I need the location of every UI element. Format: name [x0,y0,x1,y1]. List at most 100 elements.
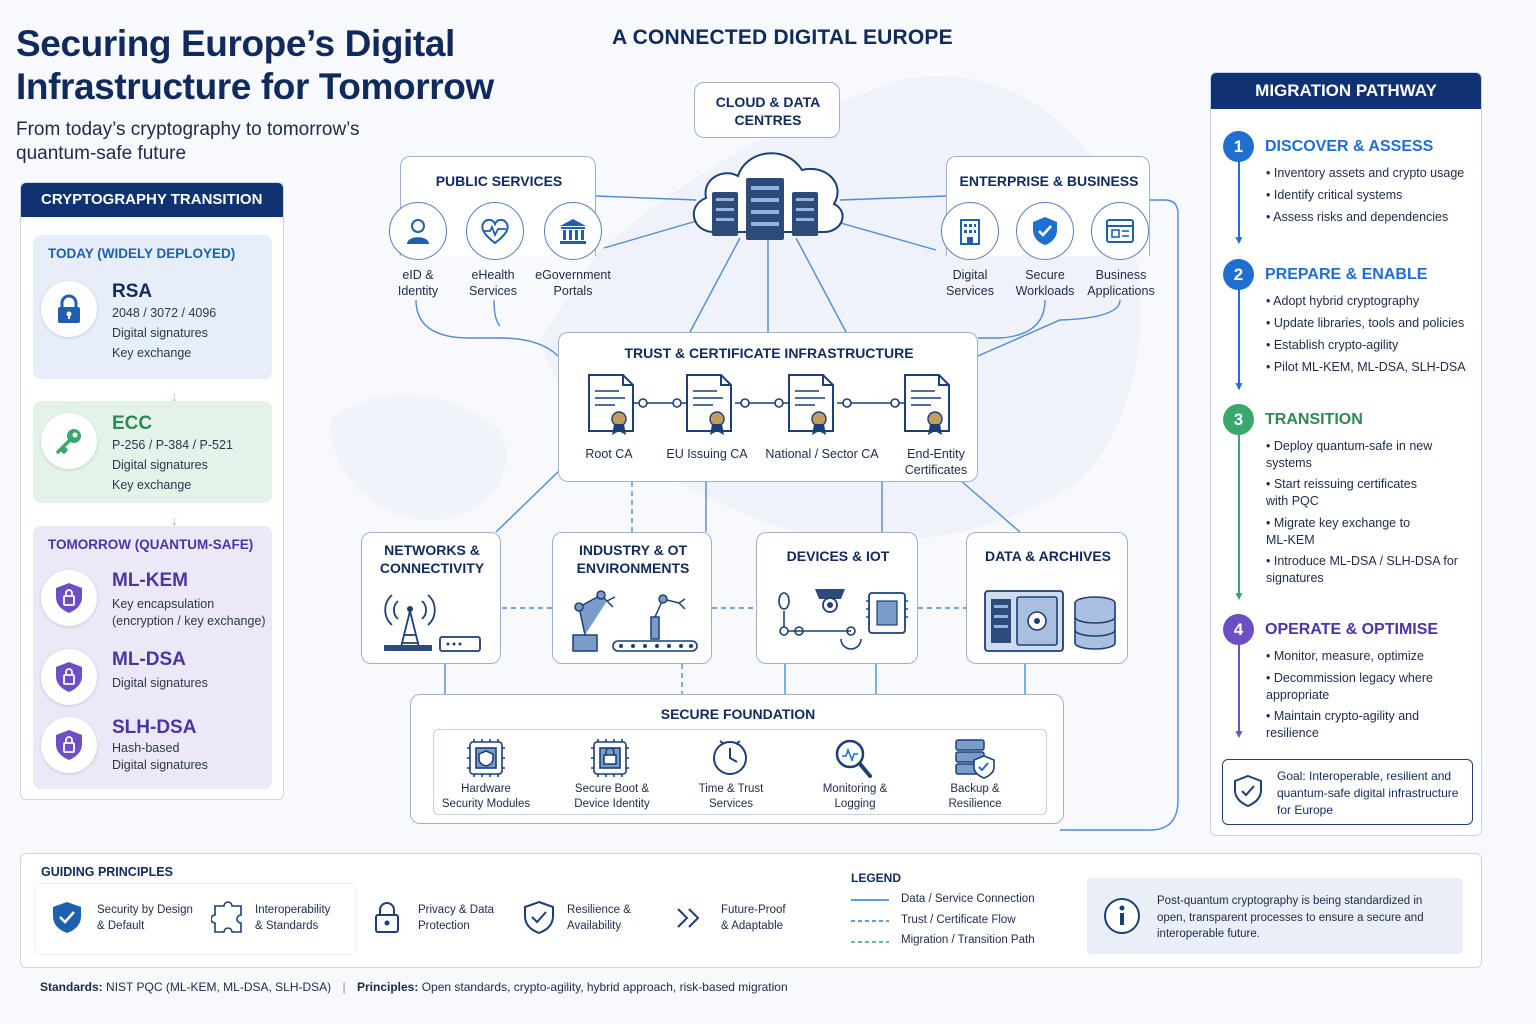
ecc-use-2: Key exchange [112,478,192,492]
shield-lock-icon [41,570,97,626]
networks-title: NETWORKS & CONNECTIVITY [362,541,502,577]
step-connector [1238,161,1240,241]
guiding-principles-panel: GUIDING PRINCIPLES Security by Design& D… [20,853,1482,968]
legend-trust-flow: Trust / Certificate Flow [901,914,1016,926]
slh-dsa-name: SLH-DSA [112,717,197,738]
secure-boot-line1: Secure Boot & [574,783,650,795]
end-entity-certificates-label: End-Entity Certificates [893,446,979,478]
info-icon [1104,898,1140,934]
padlock-icon [41,281,97,337]
iot-devices-icon [778,589,908,650]
today-label: TODAY (WIDELY DEPLOYED) [48,246,236,261]
step-1-bullet-2: • Identify critical systems [1266,188,1403,202]
step-3-bullet-2: • Start reissuing certificates with PQC [1266,477,1417,508]
shield-check-icon [524,900,554,934]
business-apps-line2: Applications [1087,284,1155,298]
arrow-down-icon: ↓ [171,513,178,528]
heart-pulse-icon [466,202,524,260]
principle-2-line1: Interoperability [255,904,331,916]
public-services-title: PUBLIC SERVICES [435,173,563,189]
certificate-icon [588,374,634,435]
slh-dsa-desc-1: Hash-based [112,741,180,755]
step-4-title: OPERATE & OPTIMISE [1265,621,1439,638]
step-4-bullet-3: • Maintain crypto-agility and resilience [1266,709,1420,740]
migration-pathway-title: MIGRATION PATHWAY [1211,73,1481,109]
key-icon [41,413,97,469]
data-archives-title: DATA & ARCHIVES [985,548,1111,564]
cloud-server-icon [692,152,844,240]
eid-line1: eID & [402,268,434,282]
page-subtitle: From today’s cryptography to tomorrow’s … [16,118,436,166]
egov-line1: eGovernment [535,268,611,282]
time-trust-line1: Time & Trust [698,783,764,795]
footer-separator: | [342,980,346,994]
networks-title-line2: CONNECTIVITY [379,560,485,576]
cryptography-transition-panel: CRYPTOGRAPHY TRANSITION TODAY (WIDELY DE… [20,182,284,800]
step-2-title: PREPARE & ENABLE [1265,266,1428,283]
networks-connectivity-box: NETWORKS & CONNECTIVITY [361,532,501,664]
footer: Standards: NIST PQC (ML-KEM, ML-DSA, SLH… [40,980,788,994]
cloud-title-line1: CLOUD & DATA [715,94,821,110]
industrial-robot-arm-icon [572,590,698,652]
step-1-bullet-1: • Inventory assets and crypto usage [1266,166,1465,180]
ecc-use-1: Digital signatures [112,458,208,472]
cloud-title-line2: CENTRES [734,112,802,128]
digital-services-line2: Services [946,284,994,298]
certificate-chain-icons [588,374,950,435]
standards-label: Standards: [40,980,103,994]
puzzle-icon [211,901,242,933]
principle-security-by-design: Security by Design& Default [97,902,193,934]
end-entity-line2: Certificates [904,463,968,477]
principle-2-line2: & Standards [255,920,319,932]
arrow-down-icon: ▼ [1233,589,1245,603]
root-ca-label: Root CA [585,447,633,461]
magnifier-icon [835,739,872,778]
trust-certificate-title: TRUST & CERTIFICATE INFRASTRUCTURE [624,345,914,361]
page-title-line2: Infrastructure for Tomorrow [16,66,494,107]
principle-5-line2: & Adaptable [721,920,784,932]
shield-lock-icon [41,649,97,705]
step-3-number: 3 [1223,404,1254,435]
arrow-down-icon: ↓ [171,389,178,404]
ecc-box: ECC P-256 / P-384 / P-521 Digital signat… [33,401,272,503]
eid-identity-label: eID &Identity [378,267,458,299]
ecc-item: ECC P-256 / P-384 / P-521 Digital signat… [41,413,266,493]
step-connector [1238,645,1240,735]
ml-dsa-item: ML-DSA Digital signatures [41,649,266,709]
principle-resilience: Resilience &Availability [567,902,631,934]
page-subtitle-line1: From today’s cryptography to tomorrow’s [16,119,360,140]
step-2-number: 2 [1223,259,1254,290]
cloud-data-centres-title: CLOUD & DATA CENTRES [695,93,841,129]
step-1-bullet-3: • Assess risks and dependencies [1266,210,1449,224]
digital-services-line1: Digital [952,268,988,282]
goal-box: Goal: Interoperable, resilient and quant… [1222,759,1473,825]
person-icon [389,202,447,260]
migration-pathway-panel: MIGRATION PATHWAY ▼ ▼ ▼ ▼ 1 DISCOVER & A… [1210,72,1482,836]
info-box: Post-quantum cryptography is being stand… [1087,878,1463,954]
ehealth-line2: Services [469,284,517,298]
arrow-down-icon: ▼ [1233,379,1245,393]
step-connector [1238,289,1240,389]
tomorrow-label: TOMORROW (QUANTUM-SAFE) [48,537,254,552]
rsa-item: RSA 2048 / 3072 / 4096 Digital signature… [41,281,266,360]
hsm-line2: Security Modules [441,798,531,810]
principle-future-proof: Future-Proof & Adaptable [721,902,786,934]
slh-dsa-item: SLH-DSA Hash-based Digital signatures [41,717,266,777]
monitoring-label: Monitoring &Logging [804,782,906,812]
ml-dsa-desc-1: Digital signatures [112,676,208,690]
map-title: A CONNECTED DIGITAL EUROPE [612,26,953,49]
legend-migration-path: Migration / Transition Path [901,934,1035,946]
step-3-bullet-4: • Introduce ML-DSA / SLH-DSA for signatu… [1266,554,1458,585]
rsa-use-1: Digital signatures [112,326,208,340]
shield-check-icon [1016,202,1074,260]
devices-iot-box: DEVICES & IOT [756,532,918,664]
step-4-bullet-2: • Decommission legacy where appropriate [1266,671,1433,702]
end-entity-line1: End-Entity [907,447,965,461]
rsa-key-sizes: 2048 / 3072 / 4096 [112,306,217,320]
principle-5-line1: Future-Proof [721,904,786,916]
guiding-principles-title: GUIDING PRINCIPLES [41,865,173,879]
ehealth-line1: eHealth [471,268,515,282]
secure-foundation-title: SECURE FOUNDATION [660,706,816,722]
